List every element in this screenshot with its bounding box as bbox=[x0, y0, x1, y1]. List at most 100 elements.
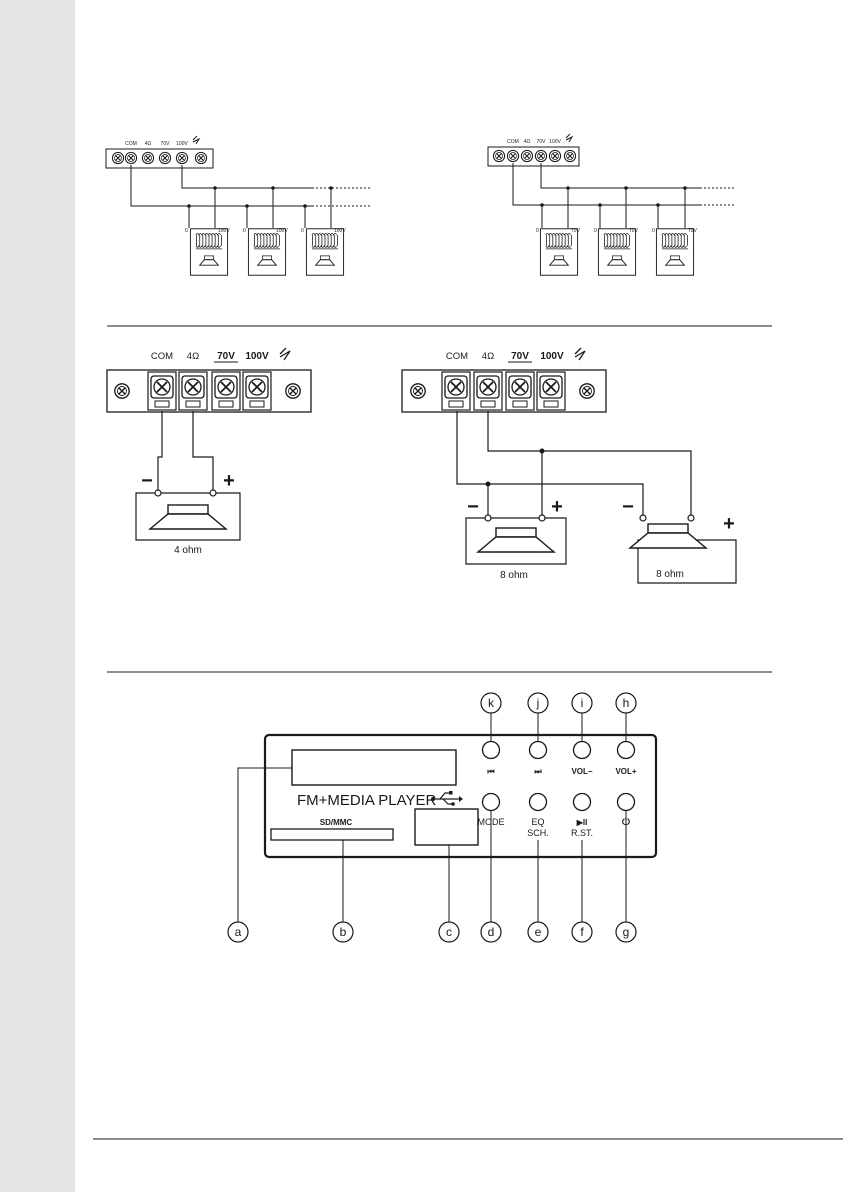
terminal-com-icon bbox=[148, 372, 176, 410]
svg-text:i: i bbox=[581, 696, 584, 710]
display-window bbox=[292, 750, 456, 785]
tap-label-70v: 70V bbox=[688, 228, 698, 234]
terminal-label-100v: 100V bbox=[549, 139, 561, 145]
terminal-label-70v: 70V bbox=[217, 351, 235, 362]
terminal-4ohm-icon bbox=[474, 372, 502, 410]
svg-text:e: e bbox=[535, 925, 542, 939]
line-voltage-70v-wiring: COM 4Ω 70V 100V 0 70V 0 70V 0 70V bbox=[488, 134, 735, 275]
prev-track-icon: ⏮ bbox=[487, 767, 494, 776]
terminal-label-com: COM bbox=[446, 351, 468, 362]
terminal-label-com: COM bbox=[507, 139, 519, 145]
high-voltage-icon bbox=[566, 134, 572, 142]
terminal-100v-icon bbox=[243, 372, 271, 410]
terminal-label-com: COM bbox=[151, 351, 173, 362]
transformer-speaker-icon bbox=[190, 229, 227, 275]
svg-text:b: b bbox=[340, 925, 347, 939]
callout-d: d bbox=[481, 922, 501, 942]
terminal-label-com: COM bbox=[125, 141, 137, 147]
svg-text:k: k bbox=[488, 696, 495, 710]
terminal-70v-icon bbox=[506, 372, 534, 410]
polarity-minus: − bbox=[622, 496, 634, 518]
power-button[interactable] bbox=[618, 794, 635, 811]
polarity-plus: + bbox=[723, 513, 735, 535]
usb-port[interactable] bbox=[415, 809, 478, 845]
terminal-100v-icon bbox=[537, 372, 565, 410]
polarity-plus: + bbox=[551, 496, 563, 518]
media-player-panel: FM+MEDIA PLAYER SD/MMC ⏮ ⏭ VOL− VOL+ MOD… bbox=[228, 693, 656, 942]
tap-label-100v: 100V bbox=[334, 228, 346, 234]
terminal-label-100v: 100V bbox=[176, 141, 188, 147]
terminal-strip bbox=[488, 147, 579, 166]
prev-track-button[interactable] bbox=[483, 742, 500, 759]
tap-label-0: 0 bbox=[536, 228, 539, 234]
play-pause-button[interactable] bbox=[574, 794, 591, 811]
callout-g: g bbox=[616, 922, 636, 942]
low-impedance-dual-speaker: COM 4Ω 70V 100V − + − + 8 ohm bbox=[402, 348, 736, 583]
next-track-button[interactable] bbox=[530, 742, 547, 759]
terminal-label-70v: 70V bbox=[161, 141, 171, 147]
play-pause-icon: ▶II bbox=[576, 818, 588, 827]
volume-down-label: VOL− bbox=[571, 767, 592, 776]
callout-e: e bbox=[528, 922, 548, 942]
sd-card-slot[interactable] bbox=[271, 829, 393, 840]
svg-text:c: c bbox=[446, 925, 452, 939]
terminal-label-4ohm: 4Ω bbox=[187, 351, 199, 362]
callout-f: f bbox=[572, 922, 592, 942]
tap-label-0: 0 bbox=[594, 228, 597, 234]
polarity-plus: + bbox=[223, 470, 235, 492]
tap-label-70v: 70V bbox=[571, 228, 581, 234]
terminal-label-100v: 100V bbox=[245, 351, 269, 362]
sd-label: SD/MMC bbox=[320, 818, 353, 827]
line-voltage-100v-wiring: COM 4Ω 70V 100V 0 100V 0 100V 0 100V bbox=[106, 136, 370, 275]
speaker-impedance-label: 4 ohm bbox=[174, 545, 202, 556]
terminal-label-4ohm: 4Ω bbox=[145, 141, 152, 147]
terminal-4ohm-icon bbox=[179, 372, 207, 410]
transformer-speaker-icon bbox=[598, 229, 635, 275]
callout-k: k bbox=[481, 693, 501, 713]
transformer-speaker-icon bbox=[656, 229, 693, 275]
speaker-icon bbox=[150, 505, 226, 529]
terminal-70v-icon bbox=[212, 372, 240, 410]
panel-title: FM+MEDIA PLAYER bbox=[297, 792, 437, 809]
terminal-strip bbox=[107, 370, 311, 412]
eq-search-button[interactable] bbox=[530, 794, 547, 811]
callout-h: h bbox=[616, 693, 636, 713]
svg-text:h: h bbox=[623, 696, 630, 710]
terminal-com-icon bbox=[442, 372, 470, 410]
terminal-label-4ohm: 4Ω bbox=[482, 351, 494, 362]
high-voltage-icon bbox=[193, 136, 199, 144]
tap-label-100v: 100V bbox=[218, 228, 230, 234]
svg-text:d: d bbox=[488, 925, 495, 939]
tap-label-0: 0 bbox=[652, 228, 655, 234]
callout-i: i bbox=[572, 693, 592, 713]
terminal-label-70v: 70V bbox=[537, 139, 547, 145]
transformer-speaker-icon bbox=[540, 229, 577, 275]
next-track-icon: ⏭ bbox=[534, 767, 542, 776]
tap-label-0: 0 bbox=[301, 228, 304, 234]
transformer-speaker-icon bbox=[306, 229, 343, 275]
polarity-minus: − bbox=[141, 470, 153, 492]
volume-up-label: VOL+ bbox=[615, 767, 636, 776]
speaker-impedance-label: 8 ohm bbox=[500, 570, 528, 581]
svg-text:a: a bbox=[235, 925, 242, 939]
search-label: SCH. bbox=[527, 828, 549, 838]
mode-button[interactable] bbox=[483, 794, 500, 811]
speaker-icon bbox=[478, 528, 554, 552]
terminal-strip bbox=[402, 370, 606, 412]
polarity-minus: − bbox=[467, 496, 479, 518]
tap-label-100v: 100V bbox=[276, 228, 288, 234]
svg-text:g: g bbox=[623, 925, 630, 939]
speaker-impedance-label: 8 ohm bbox=[656, 569, 684, 580]
volume-up-button[interactable] bbox=[618, 742, 635, 759]
callout-b: b bbox=[333, 922, 353, 942]
reset-label: R.ST. bbox=[571, 828, 593, 838]
volume-down-button[interactable] bbox=[574, 742, 591, 759]
terminal-label-70v: 70V bbox=[511, 351, 529, 362]
eq-label: EQ bbox=[531, 817, 544, 827]
low-impedance-single-speaker: COM 4Ω 70V 100V − + 4 ohm bbox=[107, 348, 311, 556]
tap-label-70v: 70V bbox=[629, 228, 639, 234]
terminal-label-4ohm: 4Ω bbox=[524, 139, 531, 145]
callout-a: a bbox=[228, 922, 248, 942]
terminal-label-100v: 100V bbox=[540, 351, 564, 362]
